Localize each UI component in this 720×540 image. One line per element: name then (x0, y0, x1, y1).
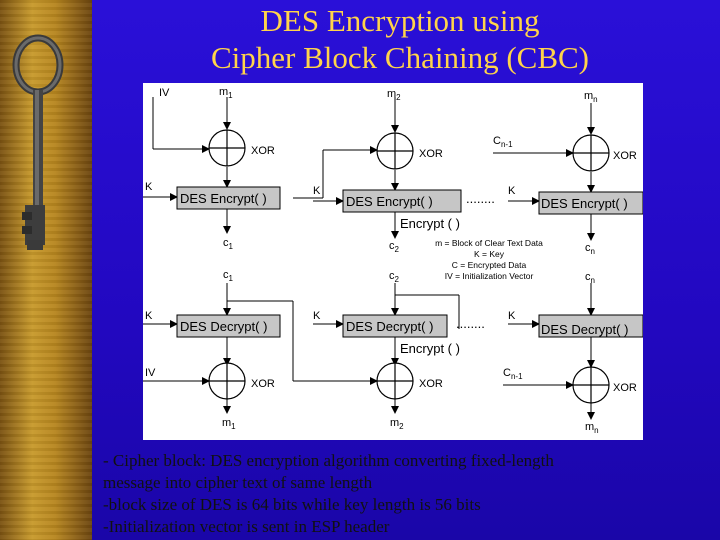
label-c2-enc: c2 (389, 240, 400, 254)
xor-label-top-n: XOR (613, 150, 637, 162)
bullet-line-1: - Cipher block: DES encryption algorithm… (103, 451, 554, 470)
label-mn-top: mn (584, 90, 598, 104)
label-mn-bottom: mn (585, 421, 599, 435)
title-line-1: DES Encryption using (260, 3, 540, 38)
label-cn-enc: cn (585, 242, 595, 256)
des-decrypt-label-1: DES Decrypt( ) (180, 319, 267, 334)
slide-title: DES Encryption using Cipher Block Chaini… (120, 2, 680, 76)
des-decrypt-label-2: DES Decrypt( ) (346, 319, 433, 334)
encrypt-section-label-top: Encrypt ( ) (400, 216, 460, 231)
des-decrypt-box-n (538, 314, 643, 338)
xor-label-bottom-1: XOR (251, 378, 275, 390)
legend-line-4: IV = Initialization Vector (445, 271, 534, 281)
cbc-diagram-svg: DES Encrypt( ) DES Encrypt( ) DES Encryp… (143, 86, 643, 435)
key-label-enc-1: K (145, 181, 153, 193)
ellipsis-top: ........ (466, 191, 495, 206)
label-m2-top: m2 (387, 88, 401, 102)
des-encrypt-box-1 (176, 186, 281, 210)
des-encrypt-box-n (538, 191, 643, 215)
des-decrypt-label-n: DES Decrypt( ) (541, 322, 628, 337)
des-encrypt-label-1: DES Encrypt( ) (180, 191, 267, 206)
xor-circle-bottom-1 (208, 362, 246, 400)
encrypt-section-label-bottom: Encrypt ( ) (400, 341, 460, 356)
iv-label-top: IV (159, 87, 170, 99)
ellipsis-bottom: ........ (456, 316, 485, 331)
antique-key-icon (12, 34, 64, 250)
key-label-dec-1: K (145, 310, 153, 322)
key-label-enc-2: K (313, 185, 321, 197)
xor-circle-top-2 (376, 132, 414, 170)
legend-line-3: C = Encrypted Data (452, 260, 527, 270)
bullet-line-4: -Initialization vector is sent in ESP he… (103, 517, 390, 536)
label-c2-dec: c2 (389, 270, 400, 284)
xor-label-top-2: XOR (419, 148, 443, 160)
label-m1-bottom: m1 (222, 417, 236, 431)
xor-label-top-1: XOR (251, 145, 275, 157)
cbc-diagram: DES Encrypt( ) DES Encrypt( ) DES Encryp… (143, 83, 643, 440)
des-encrypt-box-2 (342, 189, 462, 213)
connector-lines (143, 97, 595, 420)
bullet-line-3: -block size of DES is 64 bits while key … (103, 495, 481, 514)
key-label-dec-n: K (508, 310, 516, 322)
des-decrypt-box-2 (342, 314, 448, 338)
label-cn-1-bottom: Cn-1 (503, 367, 523, 381)
des-encrypt-label-2: DES Encrypt( ) (346, 194, 433, 209)
xor-circle-top-n (572, 134, 610, 172)
slide-bullets: - Cipher block: DES encryption algorithm… (103, 450, 703, 538)
xor-label-bottom-2: XOR (419, 378, 443, 390)
xor-circle-top-1 (208, 129, 246, 167)
key-label-enc-n: K (508, 185, 516, 197)
label-cn-1-top: Cn-1 (493, 135, 513, 149)
decorative-sidebar (0, 0, 92, 540)
des-decrypt-box-1 (176, 314, 281, 338)
bullet-line-2: message into cipher text of same length (103, 473, 373, 492)
label-m1-top: m1 (219, 86, 233, 100)
label-m2-bottom: m2 (390, 417, 404, 431)
label-c1-enc: c1 (223, 237, 234, 251)
title-line-2: Cipher Block Chaining (CBC) (210, 40, 589, 75)
xor-circle-bottom-n (572, 366, 610, 404)
label-c1-dec: c1 (223, 269, 234, 283)
legend-line-2: K = Key (474, 249, 505, 259)
label-cn-dec: cn (585, 271, 595, 285)
xor-circle-bottom-2 (376, 362, 414, 400)
des-encrypt-label-n: DES Encrypt( ) (541, 196, 628, 211)
legend-line-1: m = Block of Clear Text Data (435, 238, 543, 248)
xor-label-bottom-n: XOR (613, 382, 637, 394)
diagram-legend: m = Block of Clear Text Data K = Key C =… (435, 238, 543, 281)
iv-label-bottom: IV (145, 367, 156, 379)
key-label-dec-2: K (313, 310, 321, 322)
